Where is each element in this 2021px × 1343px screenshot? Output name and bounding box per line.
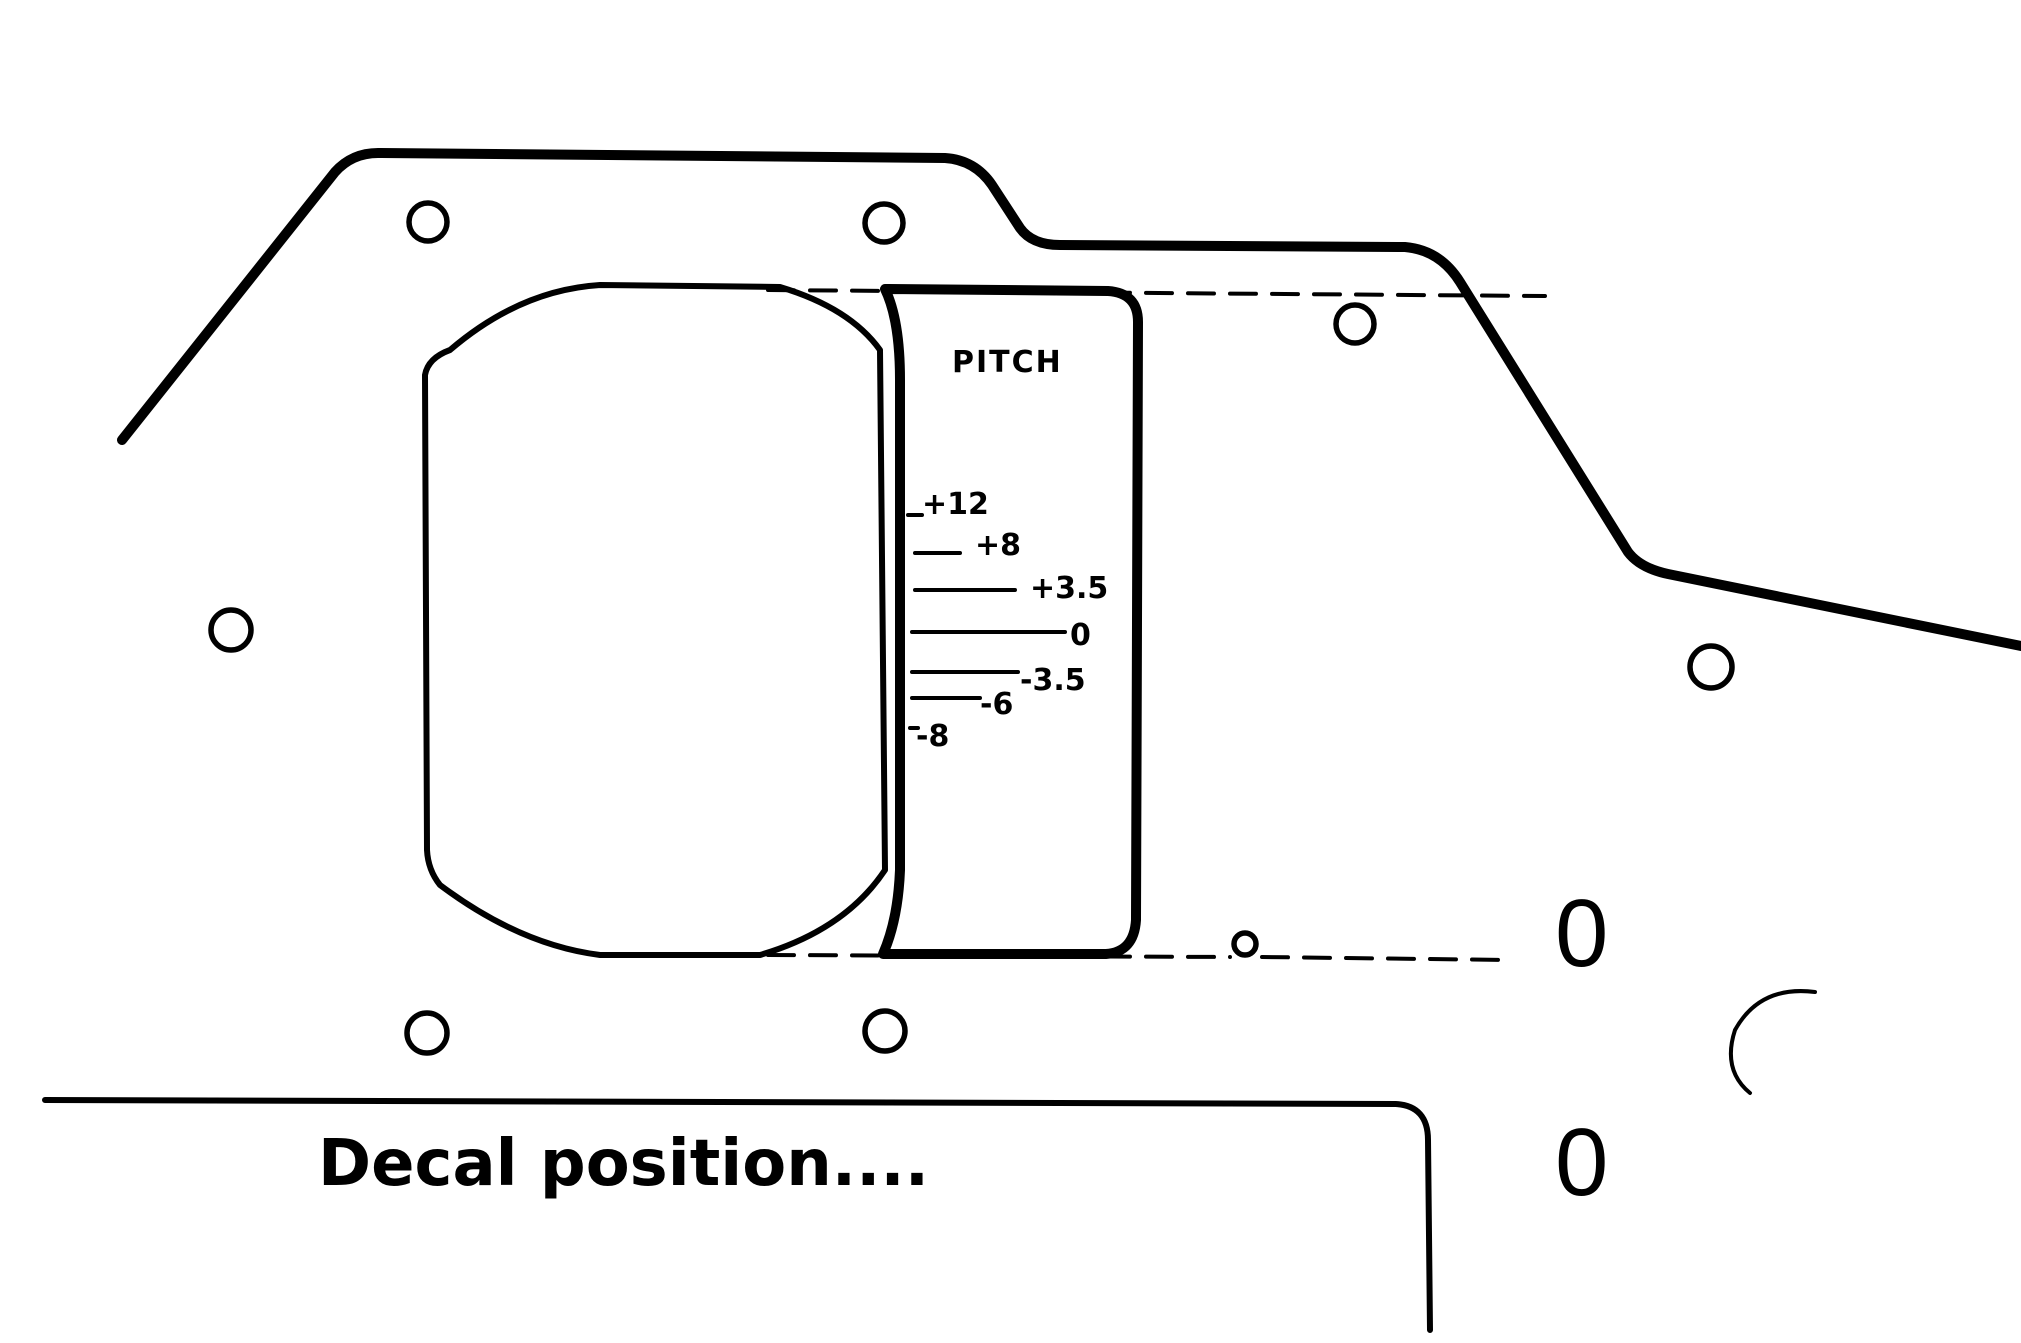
window-cutout bbox=[422, 282, 888, 958]
scale-mark-label: -6 bbox=[980, 687, 1013, 722]
side-digit: 0 bbox=[1555, 1109, 1608, 1216]
pitch-scale-plate: PITCH +12 +8 +3.5 0 -3.5 -6 -8 bbox=[878, 284, 1143, 959]
mounting-hole bbox=[208, 607, 254, 653]
mounting-holes bbox=[208, 200, 1735, 1056]
scale-mark-label: 0 bbox=[1070, 618, 1091, 653]
mounting-hole bbox=[404, 1010, 450, 1056]
mounting-hole bbox=[1333, 302, 1377, 346]
scale-mark-label: +3.5 bbox=[1030, 571, 1108, 606]
lower-bracket-outline bbox=[42, 1097, 1433, 1333]
mounting-hole bbox=[1687, 643, 1735, 691]
decal-position-caption: Decal position.... bbox=[318, 1127, 929, 1201]
scale-title: PITCH bbox=[952, 345, 1063, 380]
mounting-hole bbox=[862, 1008, 908, 1054]
mounting-hole bbox=[862, 201, 906, 245]
partial-arc bbox=[1728, 989, 1817, 1095]
mounting-hole bbox=[1231, 930, 1259, 958]
mounting-hole bbox=[406, 200, 450, 244]
scale-mark-label: -3.5 bbox=[1020, 663, 1086, 698]
scale-mark-label: +12 bbox=[922, 487, 989, 522]
scale-mark-label: -8 bbox=[916, 719, 949, 754]
side-digit: 0 bbox=[1555, 880, 1608, 987]
scale-plate-outline bbox=[878, 284, 1143, 959]
scale-mark-label: +8 bbox=[975, 528, 1021, 563]
panel-outline bbox=[117, 148, 2021, 651]
